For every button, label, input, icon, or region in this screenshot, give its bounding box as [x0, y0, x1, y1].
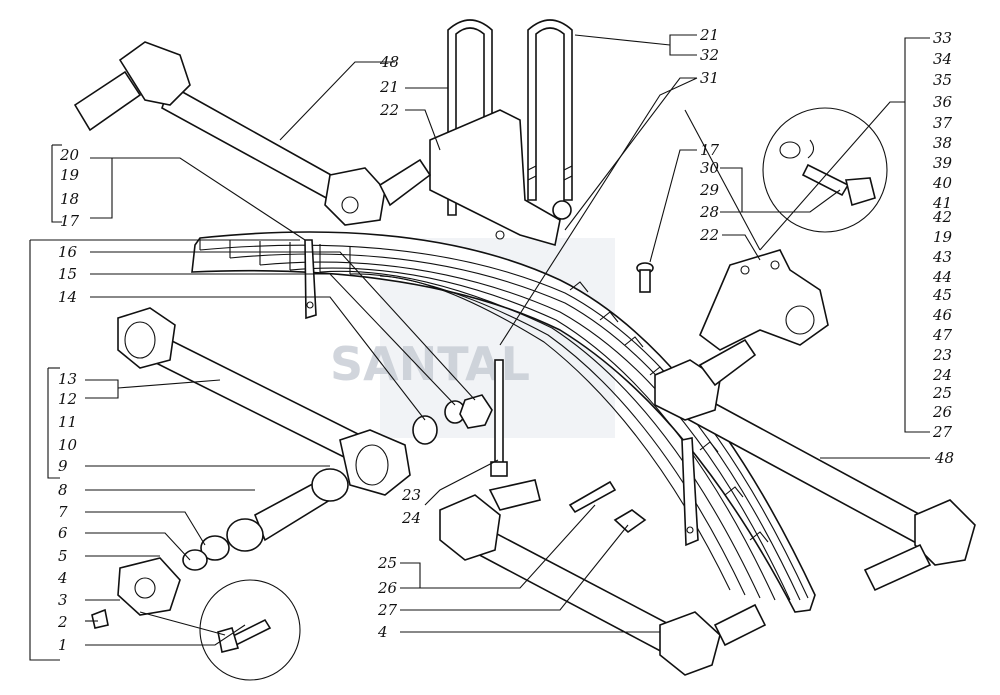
label-11: 11	[58, 413, 77, 431]
label-r43: 43	[932, 248, 952, 266]
pin-17	[636, 262, 654, 293]
label-2: 2	[57, 613, 68, 631]
label-r27: 27	[932, 423, 953, 441]
label-48-top: 48	[379, 53, 399, 71]
label-4: 4	[57, 569, 68, 587]
label-r37: 37	[933, 114, 953, 132]
label-21-right: 21	[699, 26, 719, 44]
label-31: 31	[700, 69, 719, 87]
label-22-left: 22	[379, 101, 399, 119]
label-10: 10	[58, 436, 78, 454]
detail-circle-bolt-28	[762, 107, 888, 233]
spring-clamp-right	[681, 437, 699, 547]
label-25: 25	[377, 554, 397, 572]
label-r38: 38	[933, 134, 952, 152]
label-13: 13	[58, 370, 77, 388]
label-r42: 42	[932, 208, 952, 226]
label-r26: 26	[932, 403, 953, 421]
label-r25: 25	[932, 384, 952, 402]
label-r41: 41	[932, 194, 952, 212]
label-9: 9	[58, 457, 68, 475]
reaction-rod-top-left	[73, 41, 432, 226]
label-15: 15	[58, 265, 77, 283]
label-r44: 44	[932, 268, 952, 286]
label-r40: 40	[932, 174, 953, 192]
leader-lines	[29, 34, 930, 661]
label-23: 23	[401, 486, 421, 504]
label-4-bottom: 4	[377, 623, 388, 641]
label-r36: 36	[933, 93, 953, 111]
label-20: 20	[59, 146, 80, 164]
reaction-rod-bottom	[439, 479, 767, 676]
label-7: 7	[58, 503, 68, 521]
label-48-right: 48	[934, 449, 954, 467]
label-r34: 34	[933, 50, 952, 68]
label-r23: 23	[932, 346, 952, 364]
label-27: 27	[377, 601, 398, 619]
detail-circle-bolt-1	[199, 579, 301, 681]
spring-clamp-left	[304, 239, 317, 320]
label-19-left: 19	[60, 166, 80, 184]
label-r19: 19	[933, 228, 953, 246]
label-21-left: 21	[379, 78, 399, 96]
label-17-right: 17	[700, 141, 720, 159]
callout-labels: 1 2 3 4 5 6 7 8 9 10 11 12 13 14 15 16 1…	[57, 26, 954, 654]
label-28: 28	[699, 203, 719, 221]
label-6: 6	[58, 524, 68, 542]
label-24: 24	[401, 509, 421, 527]
label-r33: 33	[933, 29, 952, 47]
ball-joint-assembly	[91, 468, 349, 629]
label-22-right: 22	[699, 226, 719, 244]
label-14: 14	[58, 288, 77, 306]
reaction-rod-right	[654, 338, 976, 592]
label-26: 26	[377, 579, 398, 597]
u-bolt-right	[527, 19, 573, 220]
label-12: 12	[58, 390, 77, 408]
label-r39: 39	[933, 154, 953, 172]
label-r47: 47	[932, 326, 953, 344]
label-r24: 24	[932, 366, 952, 384]
label-8: 8	[58, 481, 68, 499]
label-r46: 46	[932, 306, 953, 324]
nut-washer-set	[412, 394, 493, 445]
spring-seat	[429, 109, 561, 247]
bracket-right	[699, 249, 829, 351]
label-29: 29	[699, 181, 720, 199]
label-r35: 35	[933, 71, 952, 89]
label-1: 1	[58, 636, 68, 654]
label-16: 16	[58, 243, 78, 261]
label-5: 5	[58, 547, 68, 565]
label-30: 30	[700, 159, 720, 177]
label-18: 18	[60, 190, 79, 208]
label-32: 32	[700, 46, 719, 64]
label-r45: 45	[932, 286, 952, 304]
centre-bolt	[490, 359, 508, 477]
label-3: 3	[58, 591, 68, 609]
label-17-left: 17	[60, 212, 80, 230]
reaction-rod-left	[117, 307, 411, 496]
